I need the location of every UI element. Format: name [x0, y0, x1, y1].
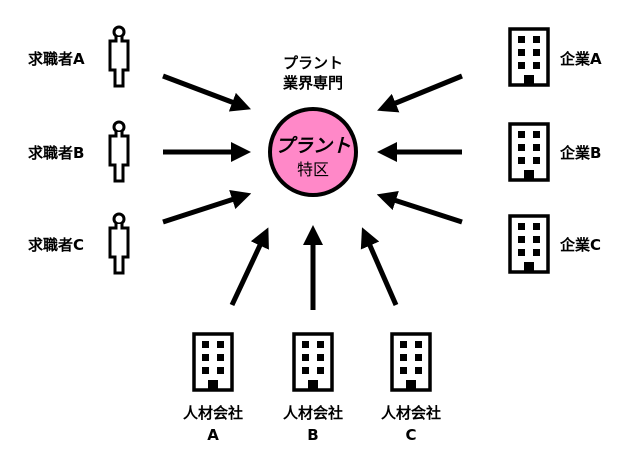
building-icon [192, 332, 234, 392]
job-seeker-label: 求職者C [28, 236, 84, 254]
building-icon [508, 27, 550, 87]
company-c: 企業C [508, 214, 601, 274]
building-icon [508, 122, 550, 182]
center-heading-line2: 業界専門 [282, 74, 343, 92]
arrow-agency-a [229, 227, 269, 307]
agency-label-line1: 人材会社 [183, 404, 243, 422]
company-a: 企業A [508, 27, 602, 87]
job-seeker-label: 求職者B [28, 144, 84, 162]
arrow-job-seeker-a [162, 73, 252, 112]
agency-label-line2: C [405, 426, 416, 444]
agency-c: 人材会社 C [381, 332, 441, 444]
plant-tokku-circle [268, 107, 358, 197]
arrow-agency-c [360, 227, 399, 307]
center-sub-text: 特区 [297, 160, 329, 179]
agency-b: 人材会社 B [283, 332, 343, 444]
job-seeker-c: 求職者C [28, 212, 130, 275]
person-icon [108, 120, 130, 183]
company-label: 企業A [559, 50, 602, 68]
person-icon [108, 212, 130, 275]
company-b: 企業B [508, 122, 601, 182]
agency-label-line2: B [307, 426, 318, 444]
building-icon [292, 332, 334, 392]
center-logo-text: プラント [275, 135, 351, 157]
agency-label-line1: 人材会社 [283, 404, 343, 422]
company-label: 企業C [559, 236, 601, 254]
agency-a: 人材会社 A [183, 332, 243, 444]
building-icon [390, 332, 432, 392]
person-icon [108, 25, 130, 88]
arrow-job-seeker-c [162, 190, 252, 225]
company-label: 企業B [559, 144, 601, 162]
job-seeker-b: 求職者B [28, 120, 130, 183]
arrow-company-a [377, 73, 463, 113]
arrow-company-c [376, 191, 463, 225]
agency-label-line1: 人材会社 [381, 404, 441, 422]
center-heading-line1: プラント [283, 54, 343, 72]
job-seeker-a: 求職者A [28, 25, 130, 88]
job-seeker-label: 求職者A [28, 50, 85, 68]
building-icon [508, 214, 550, 274]
agency-label-line2: A [207, 426, 219, 444]
